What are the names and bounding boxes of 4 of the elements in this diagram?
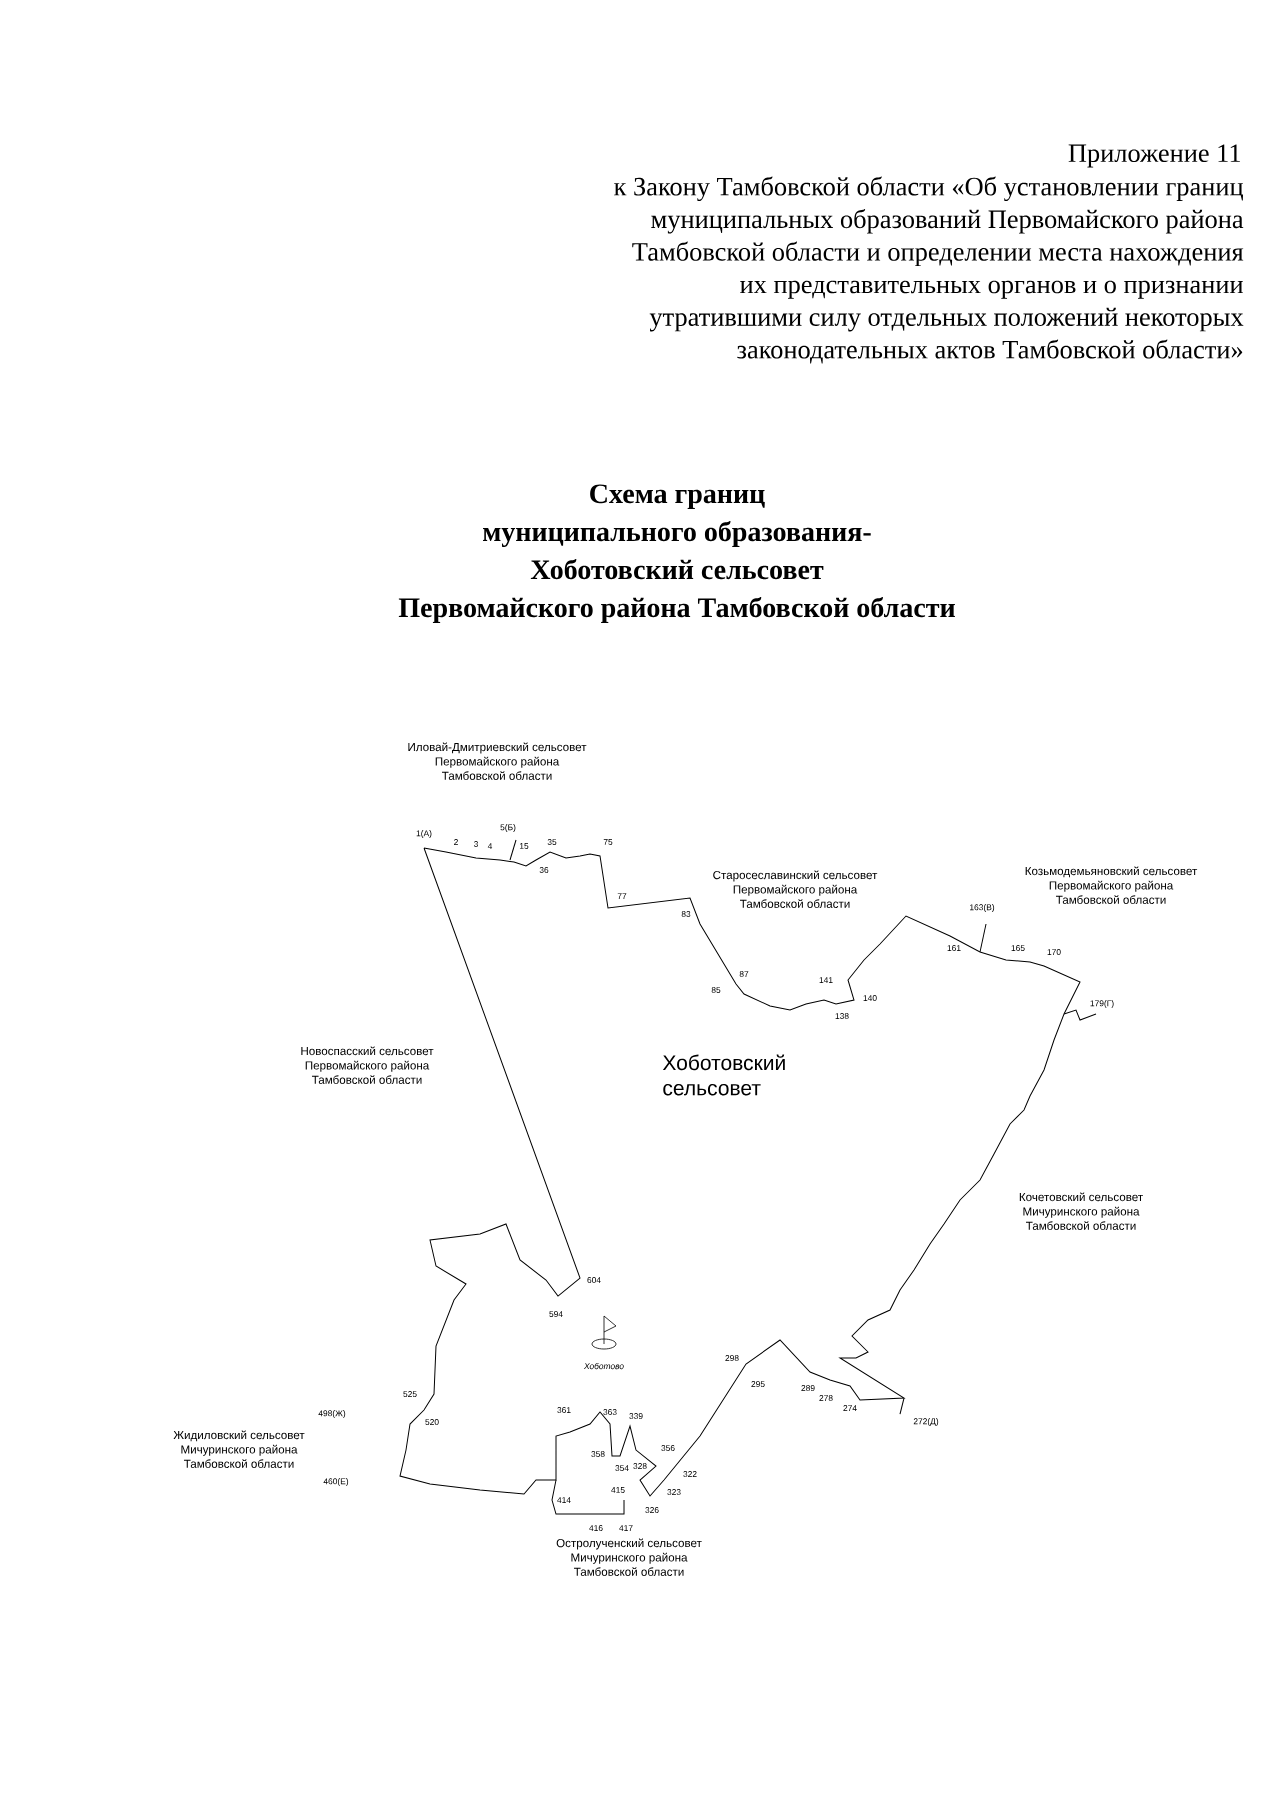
title: Схема границ муниципального образования- Хоботовский сельсовет Первомайского района Тамбовской области — [398, 484, 955, 623]
header-text: к Закону Тамбовской области «Об установлении границ муниципальных образований Первомайского района Тамбовской области и определении места нахождения их представительных органов и о признании утратившими силу отдельных положений некоторых законодательных актов Тамбовской области» — [614, 176, 1244, 364]
header-title: Приложение 11 — [1068, 144, 1240, 168]
area-name: Хоботовский сельсовет — [662, 1054, 785, 1096]
